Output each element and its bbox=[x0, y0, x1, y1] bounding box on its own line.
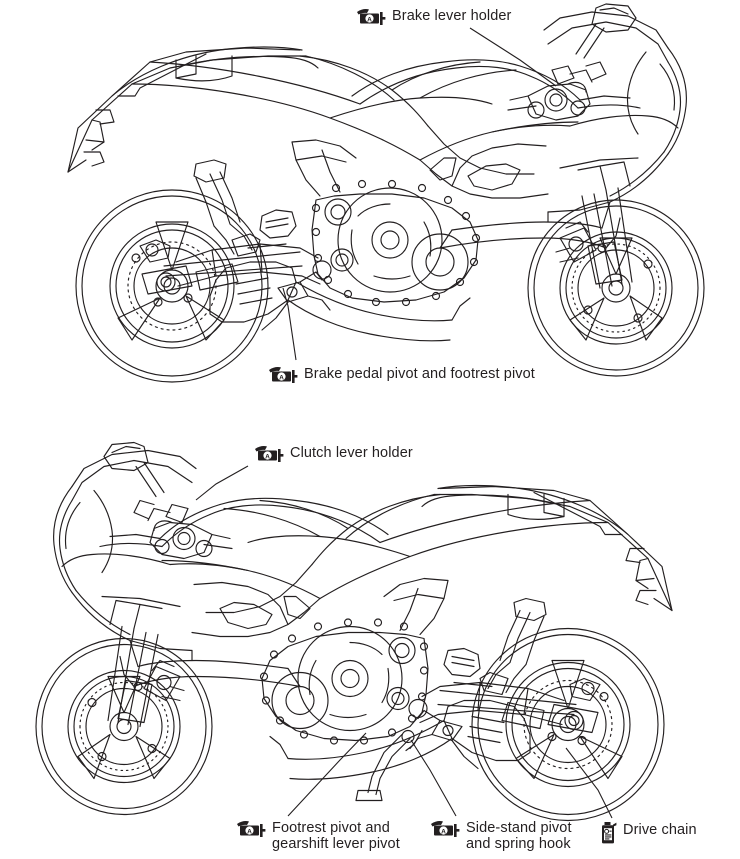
callout-label-line1: Brake pedal pivot and footrest pivot bbox=[304, 366, 535, 382]
callout-label: Drive chain bbox=[623, 822, 697, 839]
oil-can-icon: A bbox=[255, 446, 284, 462]
callout-label-line1: Brake lever holder bbox=[392, 8, 512, 24]
spray-can-icon bbox=[602, 822, 617, 844]
panel-motorcycle-left-side: A Clutch lever holder A Footrest pivot a… bbox=[0, 418, 740, 859]
callout-label-line1: Footrest pivot and bbox=[272, 820, 390, 836]
callout-label: Footrest pivot and gearshift lever pivot bbox=[272, 820, 400, 852]
oil-can-icon-letter: A bbox=[279, 375, 284, 382]
callout-clutch-lever-holder: A Clutch lever holder bbox=[254, 445, 413, 463]
callout-label: Clutch lever holder bbox=[290, 445, 413, 462]
callout-label-line1: Clutch lever holder bbox=[290, 445, 413, 461]
callout-label-line1: Drive chain bbox=[623, 822, 697, 838]
callout-label-line2: gearshift lever pivot bbox=[272, 835, 400, 852]
oil-can-icon-letter: A bbox=[441, 829, 446, 836]
panel-motorcycle-right-side: A Brake lever holder A Brake pedal pivot… bbox=[0, 0, 740, 400]
oil-can-icon: A bbox=[269, 367, 298, 383]
callout-side-stand-pivot-spring-hook: A Side-stand pivot and spring hook bbox=[430, 820, 572, 852]
callout-footrest-gearshift-lever-pivot: A Footrest pivot and gearshift lever piv… bbox=[236, 820, 400, 852]
callout-brake-pedal-footrest-pivot: A Brake pedal pivot and footrest pivot bbox=[268, 366, 535, 384]
callout-brake-lever-holder: A Brake lever holder bbox=[356, 8, 511, 26]
oil-can-icon-letter: A bbox=[247, 829, 252, 836]
oil-can-icon-letter: A bbox=[367, 17, 372, 24]
oil-can-icon-letter: A bbox=[265, 454, 270, 461]
callout-label: Brake lever holder bbox=[392, 8, 511, 25]
callout-drive-chain: Drive chain bbox=[600, 822, 697, 844]
callout-label: Side-stand pivot and spring hook bbox=[466, 820, 572, 852]
callout-label-line2: and spring hook bbox=[466, 835, 571, 852]
oil-can-icon: A bbox=[431, 821, 460, 837]
motorcycle-left-side-illustration bbox=[35, 441, 673, 822]
motorcycle-right-side-illustration bbox=[67, 3, 705, 383]
oil-can-icon: A bbox=[237, 821, 266, 837]
oil-can-icon: A bbox=[357, 9, 386, 25]
callout-label: Brake pedal pivot and footrest pivot bbox=[304, 366, 535, 383]
callout-label-line1: Side-stand pivot bbox=[466, 820, 572, 836]
